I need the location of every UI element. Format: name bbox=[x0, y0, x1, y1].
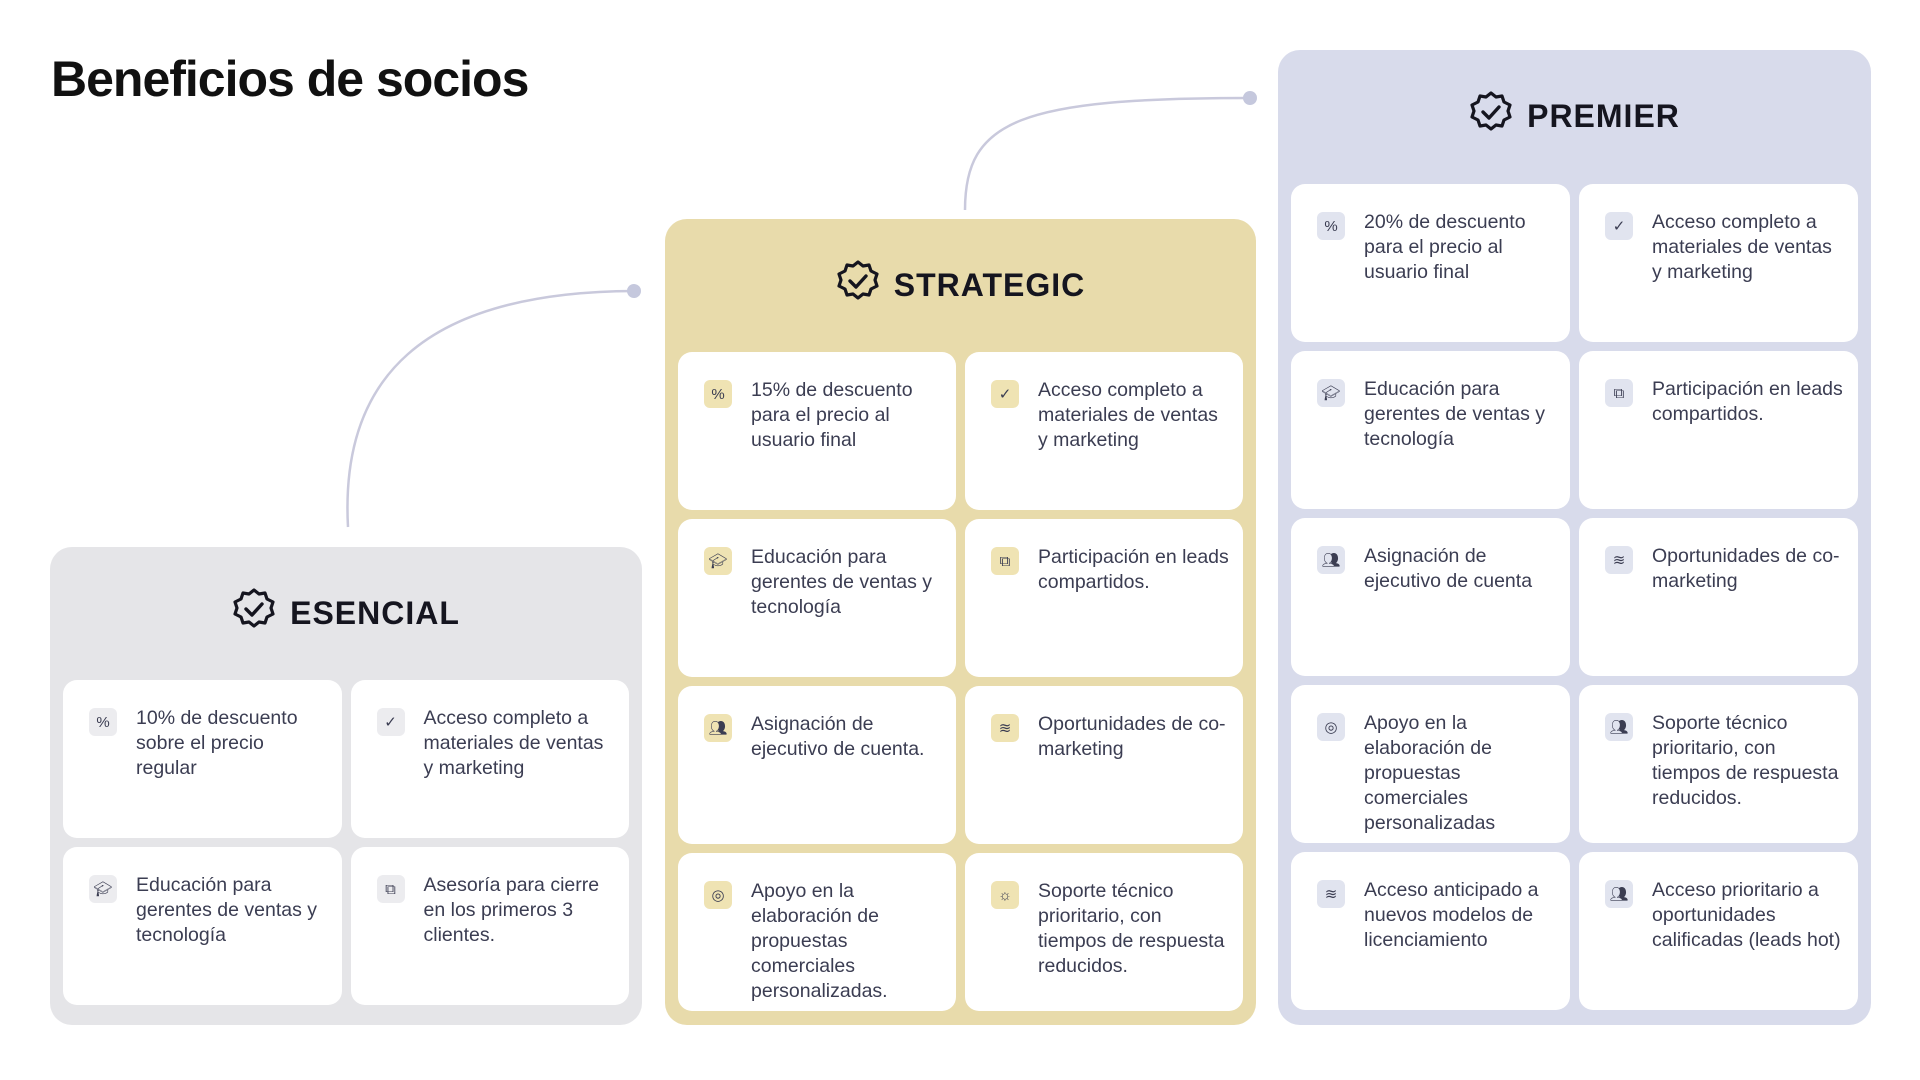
benefit-card: 🎓︎ Educación para gerentes de ventas y te… bbox=[1291, 351, 1570, 509]
benefit-card: % 10% de descuento sobre el precio regula… bbox=[63, 680, 342, 838]
benefit-text: Participación en leads compartidos. bbox=[1652, 378, 1843, 425]
benefit-card: ✓ Acceso completo a materiales de ventas … bbox=[965, 352, 1243, 510]
benefit-card: 👥︎ Acceso prioritario a oportunidades cal… bbox=[1579, 852, 1858, 1010]
connector-dot bbox=[1243, 91, 1257, 105]
users-icon: 👥︎ bbox=[1605, 880, 1633, 908]
benefit-text: Soporte técnico prioritario, con tiempos… bbox=[1652, 712, 1839, 809]
coins-icon: ≋ bbox=[1605, 546, 1633, 574]
benefit-text: Educación para gerentes de ventas y tecn… bbox=[136, 874, 318, 946]
copy-icon: ⧉ bbox=[1605, 379, 1633, 407]
tier-name: STRATEGIC bbox=[893, 266, 1086, 303]
benefit-card: ◎ Apoyo en la elaboración de propuestas c… bbox=[1291, 685, 1570, 843]
benefit-text: Soporte técnico prioritario, con tiempos… bbox=[1038, 880, 1225, 977]
benefit-card: 👥︎ Asignación de ejecutivo de cuenta bbox=[1291, 518, 1570, 676]
tier-name: ESENCIAL bbox=[290, 594, 460, 631]
benefit-card: 🎓︎ Educación para gerentes de ventas y te… bbox=[678, 519, 956, 677]
tier-strategic: STRATEGIC % 15% de descuento para el prec… bbox=[665, 219, 1256, 1025]
benefit-card: ☼ Soporte técnico prioritario, con tiempo… bbox=[965, 853, 1243, 1011]
benefit-text: Acceso anticipado a nuevos modelos de li… bbox=[1364, 879, 1539, 951]
benefit-text: Oportunidades de co- marketing bbox=[1038, 713, 1226, 760]
tier-header: STRATEGIC bbox=[665, 259, 1256, 311]
badge-check-icon: ✓ bbox=[1605, 212, 1633, 240]
target-icon: ◎ bbox=[1317, 713, 1345, 741]
benefit-text: Apoyo en la elaboración de propuestas co… bbox=[751, 880, 888, 1002]
users-icon: 👥︎ bbox=[704, 714, 732, 742]
benefit-text: Educación para gerentes de ventas y tecn… bbox=[751, 546, 933, 618]
benefit-text: Participación en leads compartidos. bbox=[1038, 546, 1229, 593]
support-icon: ☼ bbox=[991, 881, 1019, 909]
benefit-card: ◎ Apoyo en la elaboración de propuestas c… bbox=[678, 853, 956, 1011]
benefit-card: % 20% de descuento para el precio al usua… bbox=[1291, 184, 1570, 342]
percent-icon: % bbox=[1317, 212, 1345, 240]
badge-check-icon bbox=[232, 587, 276, 639]
benefit-text: Asignación de ejecutivo de cuenta. bbox=[751, 713, 925, 760]
tier-esencial: ESENCIAL % 10% de descuento sobre el prec… bbox=[50, 547, 642, 1025]
benefit-text: Acceso completo a materiales de ventas y… bbox=[423, 707, 604, 779]
benefit-text: Acceso prioritario a oportunidades calif… bbox=[1652, 879, 1841, 951]
connector-esencial-strategic bbox=[346, 289, 635, 528]
benefit-text: Asignación de ejecutivo de cuenta bbox=[1364, 545, 1533, 592]
badge-check-icon bbox=[1469, 90, 1513, 142]
benefit-text: Acceso completo a materiales de ventas y… bbox=[1652, 211, 1832, 283]
users-icon: 👥︎ bbox=[1605, 713, 1633, 741]
page-title: Beneficios de socios bbox=[51, 51, 529, 107]
benefit-card: ≋ Acceso anticipado a nuevos modelos de l… bbox=[1291, 852, 1570, 1010]
tier-premier: PREMIER % 20% de descuento para el precio… bbox=[1278, 50, 1871, 1025]
copy-icon: ⧉ bbox=[376, 875, 405, 903]
benefit-text: Educación para gerentes de ventas y tecn… bbox=[1364, 378, 1546, 450]
connector-strategic-premier bbox=[963, 96, 1251, 211]
copy-icon: ⧉ bbox=[991, 547, 1019, 575]
benefit-card: ✓ Acceso completo a materiales de ventas … bbox=[1579, 184, 1858, 342]
benefit-card: ⧉ Participación en leads compartidos. bbox=[1579, 351, 1858, 509]
benefit-card: % 15% de descuento para el precio al usua… bbox=[678, 352, 956, 510]
percent-icon: % bbox=[89, 708, 117, 736]
benefit-text: Oportunidades de co-marketing bbox=[1652, 545, 1840, 592]
benefit-card: ≋ Oportunidades de co- marketing bbox=[965, 686, 1243, 844]
graduation-cap-icon: 🎓︎ bbox=[704, 547, 732, 575]
graduation-cap-icon: 🎓︎ bbox=[89, 875, 117, 903]
coins-icon: ≋ bbox=[1317, 880, 1345, 908]
connector-dot bbox=[627, 284, 641, 298]
tier-header: ESENCIAL bbox=[50, 587, 642, 639]
benefit-text: 10% de descuento sobre el precio regular bbox=[136, 707, 298, 779]
benefit-card: ≋ Oportunidades de co-marketing bbox=[1579, 518, 1858, 676]
tier-header: PREMIER bbox=[1278, 90, 1871, 142]
benefit-card: 👥︎ Asignación de ejecutivo de cuenta. bbox=[678, 686, 956, 844]
badge-check-icon: ✓ bbox=[991, 380, 1019, 408]
graduation-cap-icon: 🎓︎ bbox=[1317, 379, 1345, 407]
badge-check-icon: ✓ bbox=[376, 708, 405, 736]
benefit-text: Apoyo en la elaboración de propuestas co… bbox=[1364, 712, 1496, 834]
users-icon: 👥︎ bbox=[1317, 546, 1345, 574]
badge-check-icon bbox=[836, 259, 880, 311]
benefit-card: ✓ Acceso completo a materiales de ventas … bbox=[350, 680, 629, 838]
benefit-card: 🎓︎ Educación para gerentes de ventas y te… bbox=[63, 847, 342, 1005]
benefit-text: 15% de descuento para el precio al usuar… bbox=[751, 379, 913, 451]
benefit-card: 👥︎ Soporte técnico prioritario, con tiemp… bbox=[1579, 685, 1858, 843]
benefit-text: Asesoría para cierre en los primeros 3 c… bbox=[423, 874, 600, 946]
benefit-text: Acceso completo a materiales de ventas y… bbox=[1038, 379, 1218, 451]
tier-name: PREMIER bbox=[1527, 97, 1680, 134]
benefit-card: ⧉ Participación en leads compartidos. bbox=[965, 519, 1243, 677]
benefit-card: ⧉ Asesoría para cierre en los primeros 3 … bbox=[350, 847, 629, 1005]
benefit-text: 20% de descuento para el precio al usuar… bbox=[1364, 211, 1526, 283]
percent-icon: % bbox=[704, 380, 732, 408]
coins-icon: ≋ bbox=[991, 714, 1019, 742]
target-icon: ◎ bbox=[704, 881, 732, 909]
